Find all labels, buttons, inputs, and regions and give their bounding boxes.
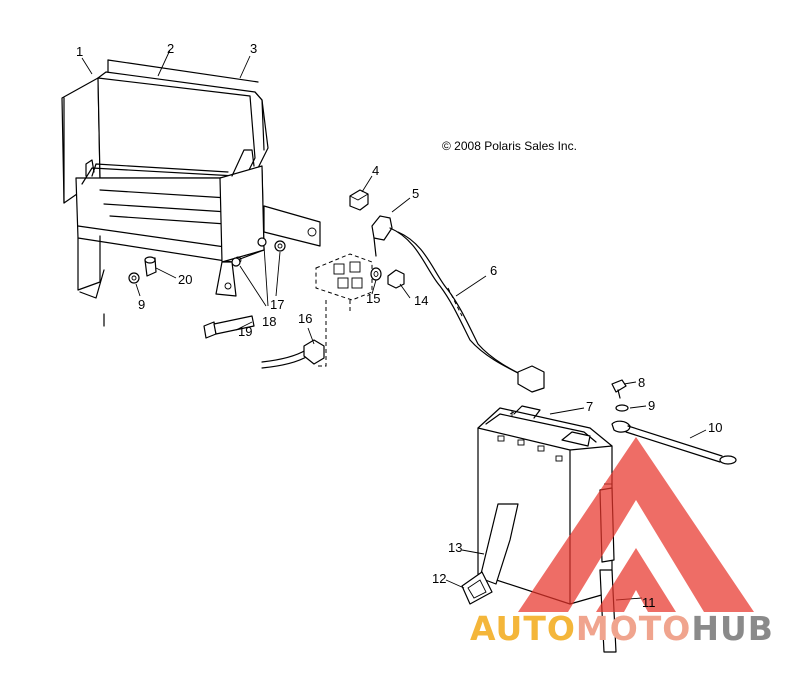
watermark-triangle bbox=[518, 437, 754, 612]
callout-7: 7 bbox=[586, 399, 593, 414]
watermark-moto: MOTO bbox=[576, 609, 691, 648]
callout-14: 14 bbox=[414, 293, 428, 308]
callout-13: 13 bbox=[448, 540, 462, 555]
callout-6: 6 bbox=[490, 263, 497, 278]
callout-8: 8 bbox=[638, 375, 645, 390]
washer-9-right bbox=[615, 404, 629, 412]
watermark-hub: HUB bbox=[691, 609, 774, 648]
callout-1: 1 bbox=[76, 44, 83, 59]
callout-12: 12 bbox=[432, 571, 446, 586]
washer-15 bbox=[370, 267, 382, 281]
strap-13 bbox=[479, 503, 519, 585]
callout-16: 16 bbox=[298, 311, 312, 326]
watermark-text: AUTOMOTOHUB bbox=[470, 609, 774, 648]
callout-2: 2 bbox=[167, 41, 174, 56]
buckle-12 bbox=[461, 571, 493, 605]
callout-15: 15 bbox=[366, 291, 380, 306]
callout-17: 17 bbox=[270, 297, 284, 312]
callout-9-left: 9 bbox=[138, 297, 145, 312]
fuse-block bbox=[315, 253, 373, 367]
callout-10: 10 bbox=[708, 420, 722, 435]
cable-6 bbox=[389, 227, 545, 393]
mounting-bracket bbox=[263, 205, 321, 247]
screw-20 bbox=[144, 256, 157, 277]
battery-box-2 bbox=[97, 59, 265, 179]
screw-8 bbox=[611, 379, 627, 399]
callout-18: 18 bbox=[262, 314, 276, 329]
cable-16 bbox=[261, 339, 325, 369]
washer-17 bbox=[231, 237, 286, 267]
callout-3: 3 bbox=[250, 41, 257, 56]
callout-19: 19 bbox=[238, 324, 252, 339]
watermark-logo bbox=[518, 437, 754, 612]
washer-9-left bbox=[128, 272, 140, 284]
callout-5: 5 bbox=[412, 186, 419, 201]
bolt-19 bbox=[203, 315, 255, 339]
battery-cover-3 bbox=[254, 91, 269, 169]
terminal-5 bbox=[371, 215, 393, 257]
callout-9-right: 9 bbox=[648, 398, 655, 413]
callout-11: 11 bbox=[642, 595, 656, 610]
callout-20: 20 bbox=[178, 272, 192, 287]
battery-tray bbox=[75, 149, 265, 327]
nut-14 bbox=[387, 269, 405, 289]
copyright-text: © 2008 Polaris Sales Inc. bbox=[442, 139, 577, 153]
callout-4: 4 bbox=[372, 163, 379, 178]
cable-10 bbox=[611, 420, 737, 465]
watermark-auto: AUTO bbox=[470, 609, 576, 648]
nut-4 bbox=[349, 189, 369, 211]
leader-lines bbox=[81, 49, 707, 601]
